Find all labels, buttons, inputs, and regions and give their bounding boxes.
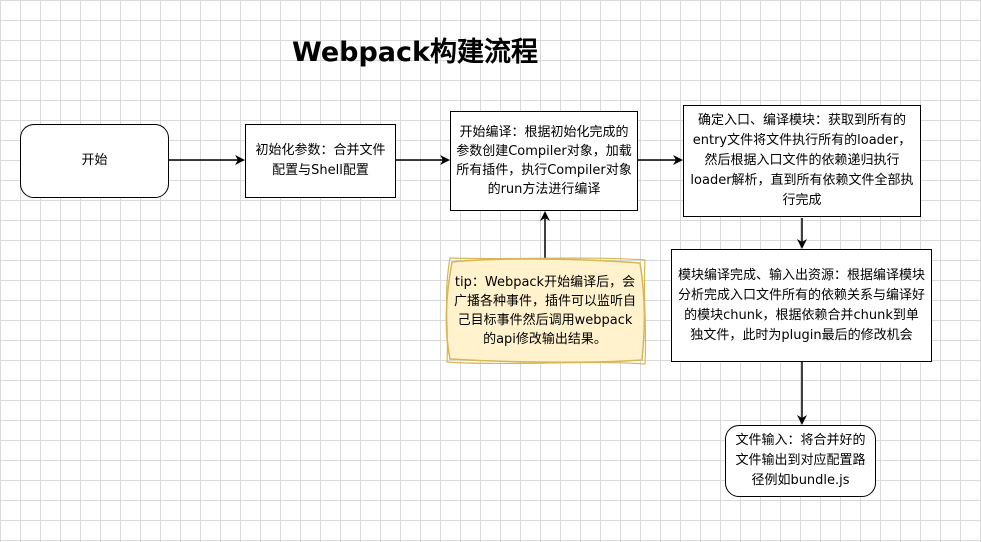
node-start[interactable]: 开始 (20, 124, 169, 198)
node-start-compile-label: 开始编译：根据初始化完成的参数创建Compiler对象，加载所有插件，执行Com… (456, 125, 632, 197)
node-tip-note[interactable]: tip：Webpack开始编译后，会广播各种事件，插件可以监听自己目标事件然后调… (448, 262, 642, 360)
node-entry-compile-modules-label: 确定入口、编译模块：获取到所有的entry文件将文件执行所有的loader，然后… (690, 113, 914, 208)
node-tip-note-label: tip：Webpack开始编译后，会广播各种事件，插件可以监听自己目标事件然后调… (454, 275, 637, 347)
node-entry-compile-modules[interactable]: 确定入口、编译模块：获取到所有的entry文件将文件执行所有的loader，然后… (683, 105, 921, 217)
node-start-compile[interactable]: 开始编译：根据初始化完成的参数创建Compiler对象，加载所有插件，执行Com… (450, 111, 638, 211)
node-file-output-label: 文件输入：将合并好的文件输出到对应配置路径例如bundle.js (735, 433, 866, 488)
node-start-label: 开始 (81, 153, 108, 168)
node-init-params[interactable]: 初始化参数：合并文件配置与Shell配置 (245, 124, 396, 198)
node-output-resources-label: 模块编译完成、输入出资源：根据编译模块分析完成入口文件所有的依赖关系与编译好的模… (678, 267, 926, 343)
node-file-output[interactable]: 文件输入：将合并好的文件输出到对应配置路径例如bundle.js (725, 425, 876, 497)
diagram-title: Webpack构建流程 (292, 37, 538, 68)
node-output-resources[interactable]: 模块编译完成、输入出资源：根据编译模块分析完成入口文件所有的依赖关系与编译好的模… (671, 249, 932, 362)
node-init-params-label: 初始化参数：合并文件配置与Shell配置 (255, 143, 386, 178)
